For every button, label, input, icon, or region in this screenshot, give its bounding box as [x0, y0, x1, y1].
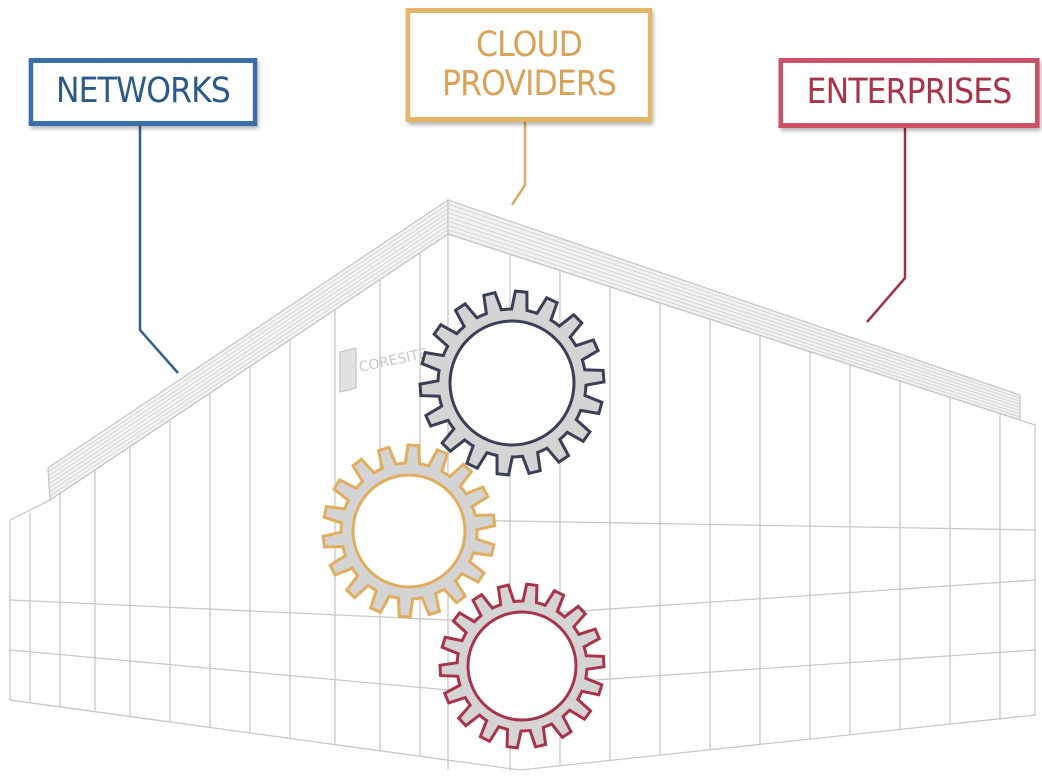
coresite-sign-text: CORESITE	[358, 346, 430, 376]
cloud-connector	[510, 122, 527, 206]
cloud-label-line2: PROVIDERS	[442, 64, 617, 104]
enterprises-label: ENTERPRISES	[806, 72, 1013, 113]
datacenter-building: CORESITE	[9, 198, 1036, 772]
networks-connector	[138, 126, 179, 374]
enterprises-connector	[866, 128, 907, 323]
networks-label-box: NETWORKS	[28, 58, 258, 126]
cloud-label-line1: CLOUD	[475, 24, 583, 65]
building-outline	[9, 233, 1036, 771]
enterprises-label-box: ENTERPRISES	[778, 58, 1040, 128]
gear-gold	[321, 443, 497, 619]
networks-label: NETWORKS	[55, 71, 231, 112]
gear-red	[438, 582, 606, 750]
roof-stripes	[48, 203, 1021, 497]
coresite-sign: CORESITE	[339, 346, 430, 393]
gear-navy	[418, 289, 606, 477]
cloud-providers-label-box: CLOUD PROVIDERS	[405, 8, 653, 122]
